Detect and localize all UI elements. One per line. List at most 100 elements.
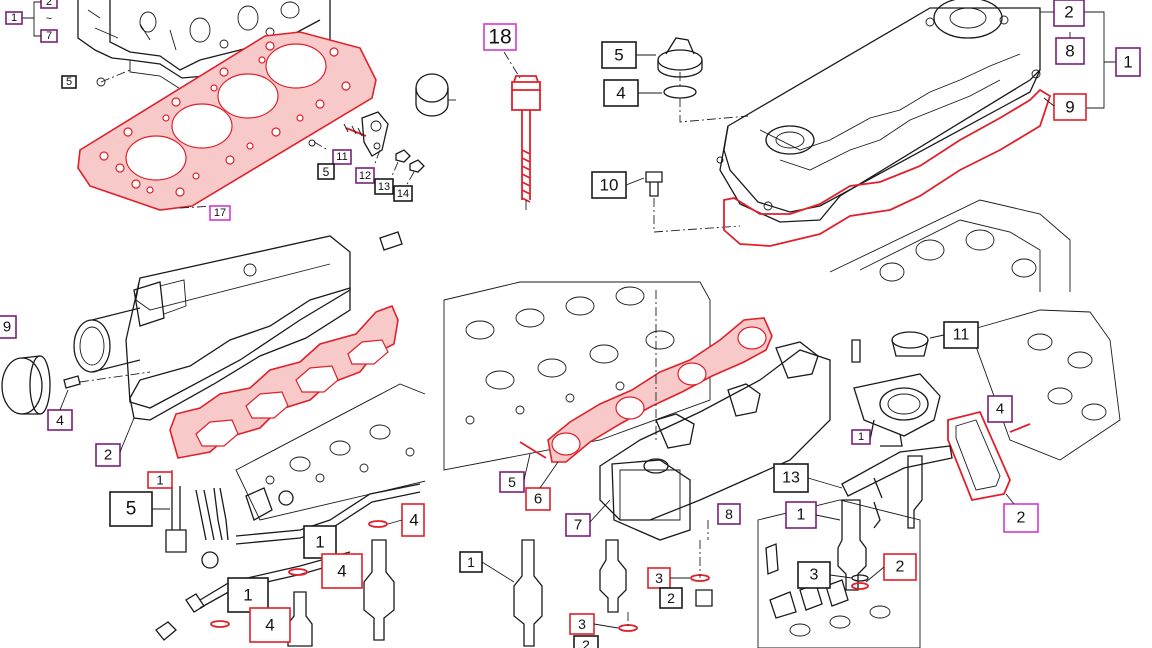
svg-text:~: ~ <box>46 13 52 25</box>
svg-text:2: 2 <box>104 447 112 464</box>
svg-text:17: 17 <box>214 207 226 219</box>
valve-cover-gasket-drawing <box>723 88 1052 247</box>
callout-label-2-thermostat-gasket: 2 <box>1003 503 1039 533</box>
intake-manifold-drawing <box>73 231 403 409</box>
callout-label-2-cover: 2 <box>1053 0 1085 27</box>
callout-label-3-seal-b: 3 <box>569 613 595 635</box>
valve-cover-drawing <box>716 0 1041 223</box>
cover-bolt-drawing <box>645 171 741 233</box>
svg-text:1: 1 <box>243 586 252 605</box>
head-right-drawing <box>969 309 1121 461</box>
callout-label-5-dowel: 5 <box>61 75 77 89</box>
callout-label-3-seal-a: 3 <box>647 567 671 589</box>
svg-text:2: 2 <box>896 559 905 576</box>
callout-label-3-injector-seal: 3 <box>797 561 831 589</box>
svg-text:4: 4 <box>996 401 1004 418</box>
callout-label-5-nut: 5 <box>317 163 335 180</box>
svg-text:11: 11 <box>953 327 970 344</box>
head-bolt-drawing <box>511 75 541 210</box>
svg-text:1: 1 <box>11 12 17 24</box>
callout-label-5-exhaust-stud: 5 <box>499 471 525 493</box>
svg-text:2: 2 <box>1017 510 1026 527</box>
svg-text:10: 10 <box>600 176 619 195</box>
cylinder-head-partial-drawing <box>829 199 1071 294</box>
stud-bracket-nuts-drawing <box>179 111 425 209</box>
svg-text:3: 3 <box>655 570 663 586</box>
svg-text:7: 7 <box>46 30 52 42</box>
middle-injectors-drawing <box>513 520 713 647</box>
svg-text:1: 1 <box>156 473 163 488</box>
callout-label-4-seal-lower: 4 <box>249 607 291 643</box>
callout-label-1-thermostat-housing: 1 <box>851 429 871 445</box>
callout-label-2-injector-seal: 2 <box>883 553 917 581</box>
svg-text:13: 13 <box>782 470 800 487</box>
svg-text:4: 4 <box>616 84 625 103</box>
exhaust-stud-drawing <box>519 441 547 459</box>
callout-label-8-exhaust: 8 <box>717 503 741 525</box>
callout-label-1-right-injector: 1 <box>785 501 817 529</box>
callout-label-14-nut: 14 <box>393 185 413 202</box>
callout-label-4-thermostat-stud: 4 <box>987 395 1013 423</box>
callout-label-18-head-bolt: 18 <box>483 23 517 51</box>
callout-label-9-end-cap: 9 <box>0 315 17 339</box>
panel-exhaust-manifold <box>443 281 831 647</box>
callout-label-7-top-left: 7 <box>40 29 58 43</box>
expansion-plug-drawing <box>415 73 456 117</box>
callout-label-12-bracket: 12 <box>355 167 375 184</box>
svg-text:5: 5 <box>508 474 516 490</box>
svg-text:4: 4 <box>409 511 418 530</box>
svg-text:3: 3 <box>578 616 586 632</box>
callout-label-4-seal-upper: 4 <box>321 553 363 589</box>
thermostat-gasket-drawing <box>947 410 1011 502</box>
svg-text:1: 1 <box>467 554 475 570</box>
svg-text:2: 2 <box>46 0 52 8</box>
panel-head-bolt <box>503 51 541 210</box>
callout-separator: ~ <box>46 13 52 25</box>
exhaust-manifold-drawing <box>599 341 831 541</box>
panel-thermostat-injector <box>757 309 1121 648</box>
svg-text:5: 5 <box>614 46 623 65</box>
thermostat-stud-drawing <box>1009 423 1031 433</box>
panel-intake-manifold <box>1 231 431 521</box>
callout-label-1-top-left: 1 <box>5 11 23 25</box>
callout-label-13-nut: 13 <box>374 178 394 195</box>
callout-label-1-cover-assembly: 1 <box>1115 47 1141 77</box>
svg-text:5: 5 <box>66 76 72 88</box>
svg-text:1: 1 <box>1123 53 1132 72</box>
exhaust-gasket-drawing <box>547 317 773 463</box>
oil-filler-cap-drawing <box>657 37 749 123</box>
callout-label-1-pipe-upper: 1 <box>303 525 337 559</box>
svg-text:5: 5 <box>323 165 330 179</box>
intake-gasket-drawing <box>169 304 399 459</box>
callout-label-17-head-gasket: 17 <box>209 205 231 221</box>
svg-text:18: 18 <box>488 26 511 49</box>
svg-text:2: 2 <box>1064 3 1073 22</box>
svg-text:8: 8 <box>725 506 733 522</box>
callout-label-4-oring: 4 <box>603 79 639 107</box>
callout-label-8-cover: 8 <box>1055 37 1085 65</box>
callout-label-9-cover-gasket: 9 <box>1053 93 1087 121</box>
callout-label-7-exhaust-manifold: 7 <box>565 513 591 537</box>
svg-text:1: 1 <box>797 507 806 524</box>
callout-label-5-oil-cap: 5 <box>601 41 637 69</box>
svg-text:4: 4 <box>337 562 346 581</box>
injectors-drawing <box>210 520 395 647</box>
svg-text:2: 2 <box>582 637 590 648</box>
callout-label-2-seal-b: 2 <box>573 635 599 648</box>
head-lower-right-drawing <box>757 499 921 648</box>
svg-text:12: 12 <box>359 170 371 182</box>
svg-text:3: 3 <box>810 567 819 584</box>
right-injector-drawing <box>837 445 953 591</box>
thermostat-housing-drawing <box>851 331 941 447</box>
callout-label-11-stud: 11 <box>332 149 352 165</box>
callout-label-11-thermostat: 11 <box>943 321 979 349</box>
callout-label-1-pipe-lower: 1 <box>227 577 269 613</box>
svg-text:5: 5 <box>126 499 137 520</box>
callout-label-2-top-left: 2 <box>40 0 58 9</box>
callout-label-4-intake-bolt: 4 <box>47 409 73 431</box>
dowel-pin-icon <box>96 77 106 87</box>
callout-label-6-exhaust-gasket: 6 <box>525 487 551 511</box>
panel-cylinder-head-gasket <box>77 0 456 211</box>
svg-text:6: 6 <box>534 491 542 508</box>
